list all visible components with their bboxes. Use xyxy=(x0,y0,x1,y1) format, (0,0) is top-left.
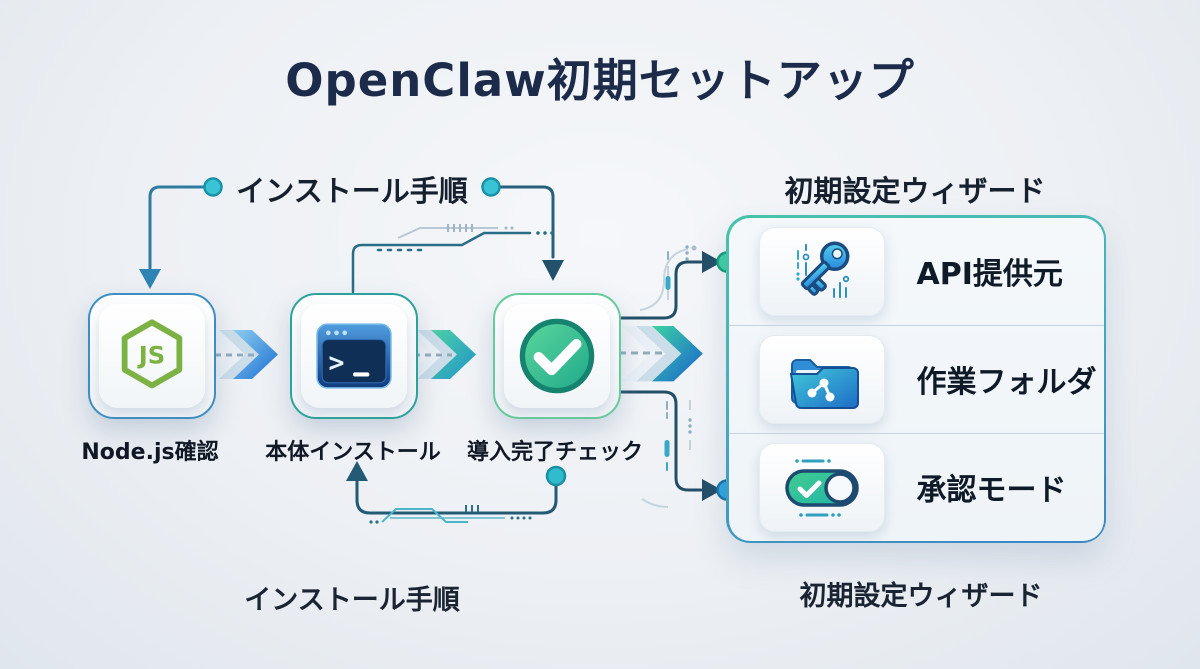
right-arrow-icon xyxy=(702,479,722,501)
svg-text:>: > xyxy=(328,347,344,378)
panel-tile xyxy=(758,334,885,424)
connector-top-left xyxy=(139,177,223,289)
step-tile: JS xyxy=(99,304,205,408)
connector-top-right xyxy=(481,177,564,281)
step-tile xyxy=(504,304,610,408)
wizard-label-top: 初期設定ウィザード xyxy=(784,174,1046,208)
wizard-item-label-api-provider: API提供元 xyxy=(916,257,1063,292)
page-title: OpenClaw初期セットアップ xyxy=(285,54,915,107)
panel-tile xyxy=(758,226,885,316)
step-tile: > xyxy=(301,304,407,408)
key-icon xyxy=(795,241,849,298)
flow-dot xyxy=(481,177,501,197)
up-arrow-icon xyxy=(346,461,368,481)
step-label-nodejs: Node.js確認 xyxy=(81,440,219,465)
circuit-decor-upper xyxy=(665,245,689,300)
right-arrow-icon xyxy=(702,251,722,273)
toggle-on-icon xyxy=(784,459,859,517)
wizard-label-bottom: 初期設定ウィザード xyxy=(799,581,1043,612)
step-card-nodejs: JS xyxy=(88,293,216,419)
step-card-check xyxy=(493,293,621,419)
wizard-panel: API提供元 xyxy=(726,215,1106,543)
panel-tile xyxy=(758,442,885,532)
connector-to-wizard-top xyxy=(615,245,738,320)
install-flow-label-top: インストール手順 xyxy=(236,174,468,208)
feedback-loop xyxy=(346,461,567,524)
folder-share-icon xyxy=(789,359,859,409)
down-arrow-icon xyxy=(542,260,564,281)
wizard-row-approval-mode: 承認モード xyxy=(728,432,1104,541)
nodejs-logo-icon: JS xyxy=(121,319,183,389)
step-card-install: > xyxy=(290,293,418,419)
flow-dot xyxy=(203,177,223,197)
chevron-arrow-icon xyxy=(621,326,703,382)
wizard-item-label-approval-mode: 承認モード xyxy=(916,473,1067,508)
svg-text:JS: JS xyxy=(137,341,165,369)
check-circle-icon xyxy=(519,318,595,394)
down-arrow-icon xyxy=(139,269,161,289)
terminal-icon: > xyxy=(316,323,392,389)
wizard-row-api-provider: API提供元 xyxy=(729,218,1104,325)
install-flow-label-bottom: インストール手順 xyxy=(244,585,460,616)
wizard-row-work-folder: 作業フォルダ xyxy=(728,324,1104,433)
circuit-decor-lower xyxy=(664,400,692,471)
circuit-trace-top xyxy=(351,224,554,294)
step-label-install: 本体インストール xyxy=(265,440,441,465)
step-label-check: 導入完了チェック xyxy=(466,440,643,465)
flow-dot xyxy=(545,465,567,487)
wizard-item-label-work-folder: 作業フォルダ xyxy=(916,365,1097,400)
wizard-panel-inner: API提供元 xyxy=(728,217,1104,541)
